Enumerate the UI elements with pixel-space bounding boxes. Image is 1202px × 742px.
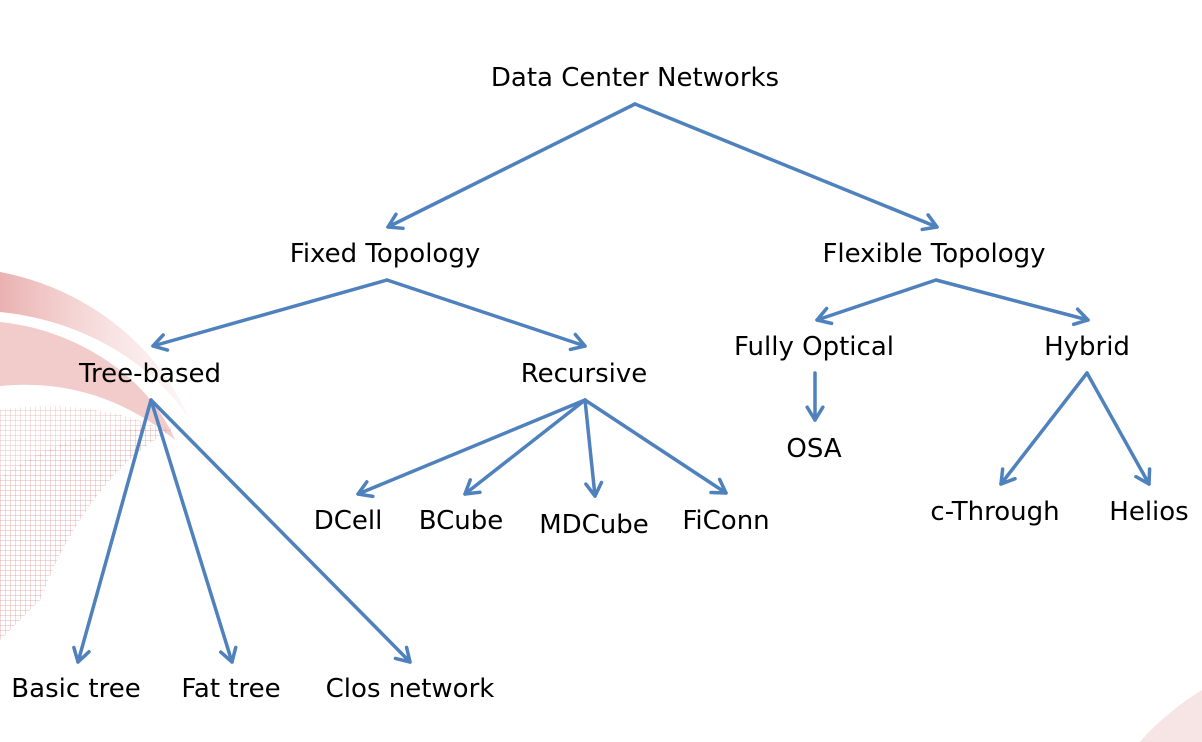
arrowhead-icon <box>584 480 604 498</box>
node-dcn: Data Center Networks <box>490 63 780 93</box>
edge-line <box>583 398 597 498</box>
arrowhead-icon <box>568 332 587 352</box>
edge-recursive-to-mdcube <box>583 398 604 498</box>
edge-flexible-to-hybrid <box>934 278 1090 327</box>
node-helios: Helios <box>1109 497 1189 527</box>
node-tree: Tree-based <box>78 359 222 389</box>
edge-recursive-to-bcube <box>463 398 587 496</box>
edge-line <box>385 278 587 348</box>
node-mdcube: MDCube <box>539 510 649 540</box>
node-fattree: Fat tree <box>181 674 281 704</box>
edge-line <box>1085 371 1151 486</box>
edge-line <box>151 278 389 348</box>
edge-flexible-to-optical <box>815 278 938 326</box>
edge-line <box>76 398 153 664</box>
node-recursive: Recursive <box>520 359 648 389</box>
swoosh-grid-lower <box>0 427 175 640</box>
node-fixed: Fixed Topology <box>289 239 481 269</box>
arrowhead-icon <box>393 645 412 664</box>
edge-recursive-to-ficonn <box>583 398 728 495</box>
node-osa: OSA <box>786 434 842 464</box>
arrowhead-icon <box>72 645 91 664</box>
edge-dcn-to-fixed <box>386 102 637 231</box>
edge-line <box>999 371 1089 486</box>
node-dcell: DCell <box>313 506 383 536</box>
node-ficonn: FiConn <box>682 506 770 536</box>
edge-line <box>149 398 234 664</box>
node-clos: Clos network <box>325 674 495 704</box>
arrowhead-icon <box>815 306 834 326</box>
node-flexible: Flexible Topology <box>822 239 1046 269</box>
swoosh-band-middle <box>0 322 175 440</box>
edge-tree-to-fattree <box>149 398 238 664</box>
arrowhead-icon <box>709 477 728 495</box>
edge-fixed-to-tree <box>151 278 389 352</box>
arrowhead-icon <box>356 480 375 499</box>
edge-recursive-to-dcell <box>356 398 587 499</box>
edge-line <box>149 398 412 664</box>
edge-dcn-to-flexible <box>633 102 939 232</box>
arrowhead-icon <box>463 478 482 496</box>
edge-hybrid-to-helios <box>1085 371 1152 486</box>
edge-tree-to-clos <box>149 398 412 664</box>
edge-line <box>356 398 587 496</box>
swoosh-corner-right <box>1140 690 1202 742</box>
arrowhead-icon <box>805 405 825 422</box>
edge-line <box>583 398 728 495</box>
arrowhead-icon <box>1071 307 1090 327</box>
edge-optical-to-osa <box>805 371 825 422</box>
node-optical: Fully Optical <box>734 332 894 362</box>
edge-line <box>815 278 938 322</box>
node-cthrough: c-Through <box>930 497 1060 527</box>
swoosh-grid-band <box>0 406 165 480</box>
swoosh-band-upper <box>0 272 190 420</box>
edge-line <box>386 102 637 229</box>
edge-tree-to-basictree <box>72 398 153 664</box>
edge-hybrid-to-cthrough <box>999 371 1089 486</box>
arrowhead-icon <box>386 212 405 231</box>
arrowhead-icon <box>920 213 939 232</box>
arrowhead-icon <box>151 333 170 352</box>
arrowhead-icon <box>1134 467 1152 486</box>
node-hybrid: Hybrid <box>1044 332 1130 362</box>
arrowhead-icon <box>218 645 238 664</box>
node-basictree: Basic tree <box>11 674 141 704</box>
arrowhead-icon <box>999 467 1017 486</box>
edge-line <box>934 278 1090 322</box>
edge-line <box>463 398 587 496</box>
node-bcube: BCube <box>418 506 504 536</box>
edge-line <box>633 102 939 229</box>
edge-fixed-to-recursive <box>385 278 587 352</box>
